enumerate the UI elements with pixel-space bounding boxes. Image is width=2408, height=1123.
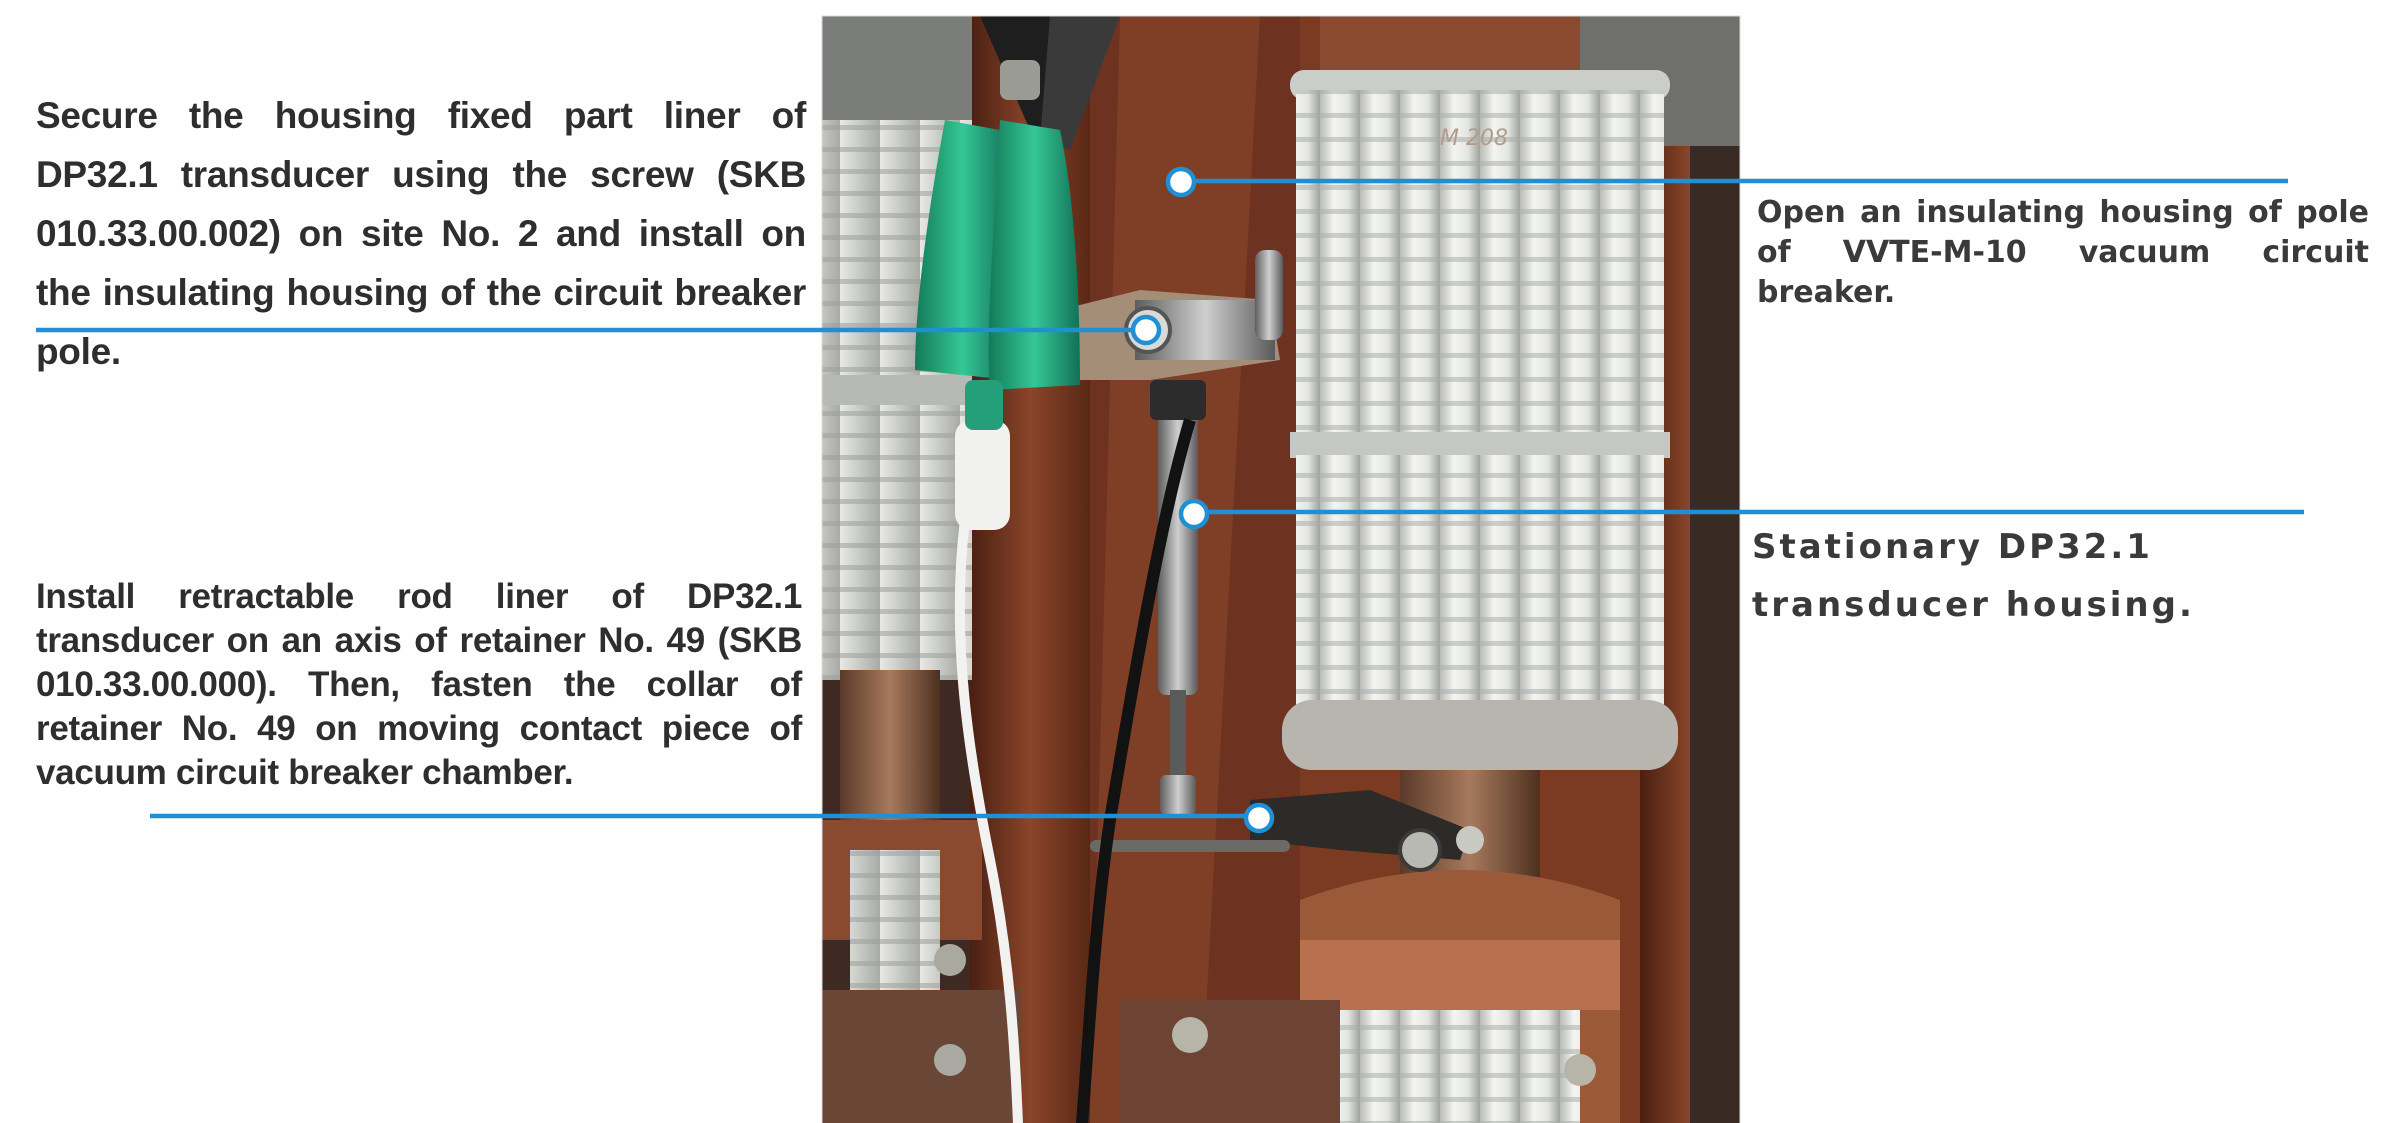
annotation-fixed-part-liner: Secure the housing fixed part liner of D…	[36, 95, 806, 372]
annotation-transducer-housing: Stationary DP32.1 transducer housing.	[1752, 527, 2195, 625]
leader-anchor-top-left	[1130, 314, 1162, 346]
insulator-marking: M 208	[1440, 126, 1508, 151]
annotation-retractable-rod-liner: Install retractable rod liner of DP32.1 …	[36, 577, 802, 792]
leader-anchor-mid-right	[1178, 498, 1210, 530]
annotation-insulating-housing: Open an insulating housing of pole of VV…	[1757, 195, 2369, 310]
leader-anchor-bottom-left	[1243, 802, 1275, 834]
leader-anchor-top-right	[1165, 166, 1197, 198]
